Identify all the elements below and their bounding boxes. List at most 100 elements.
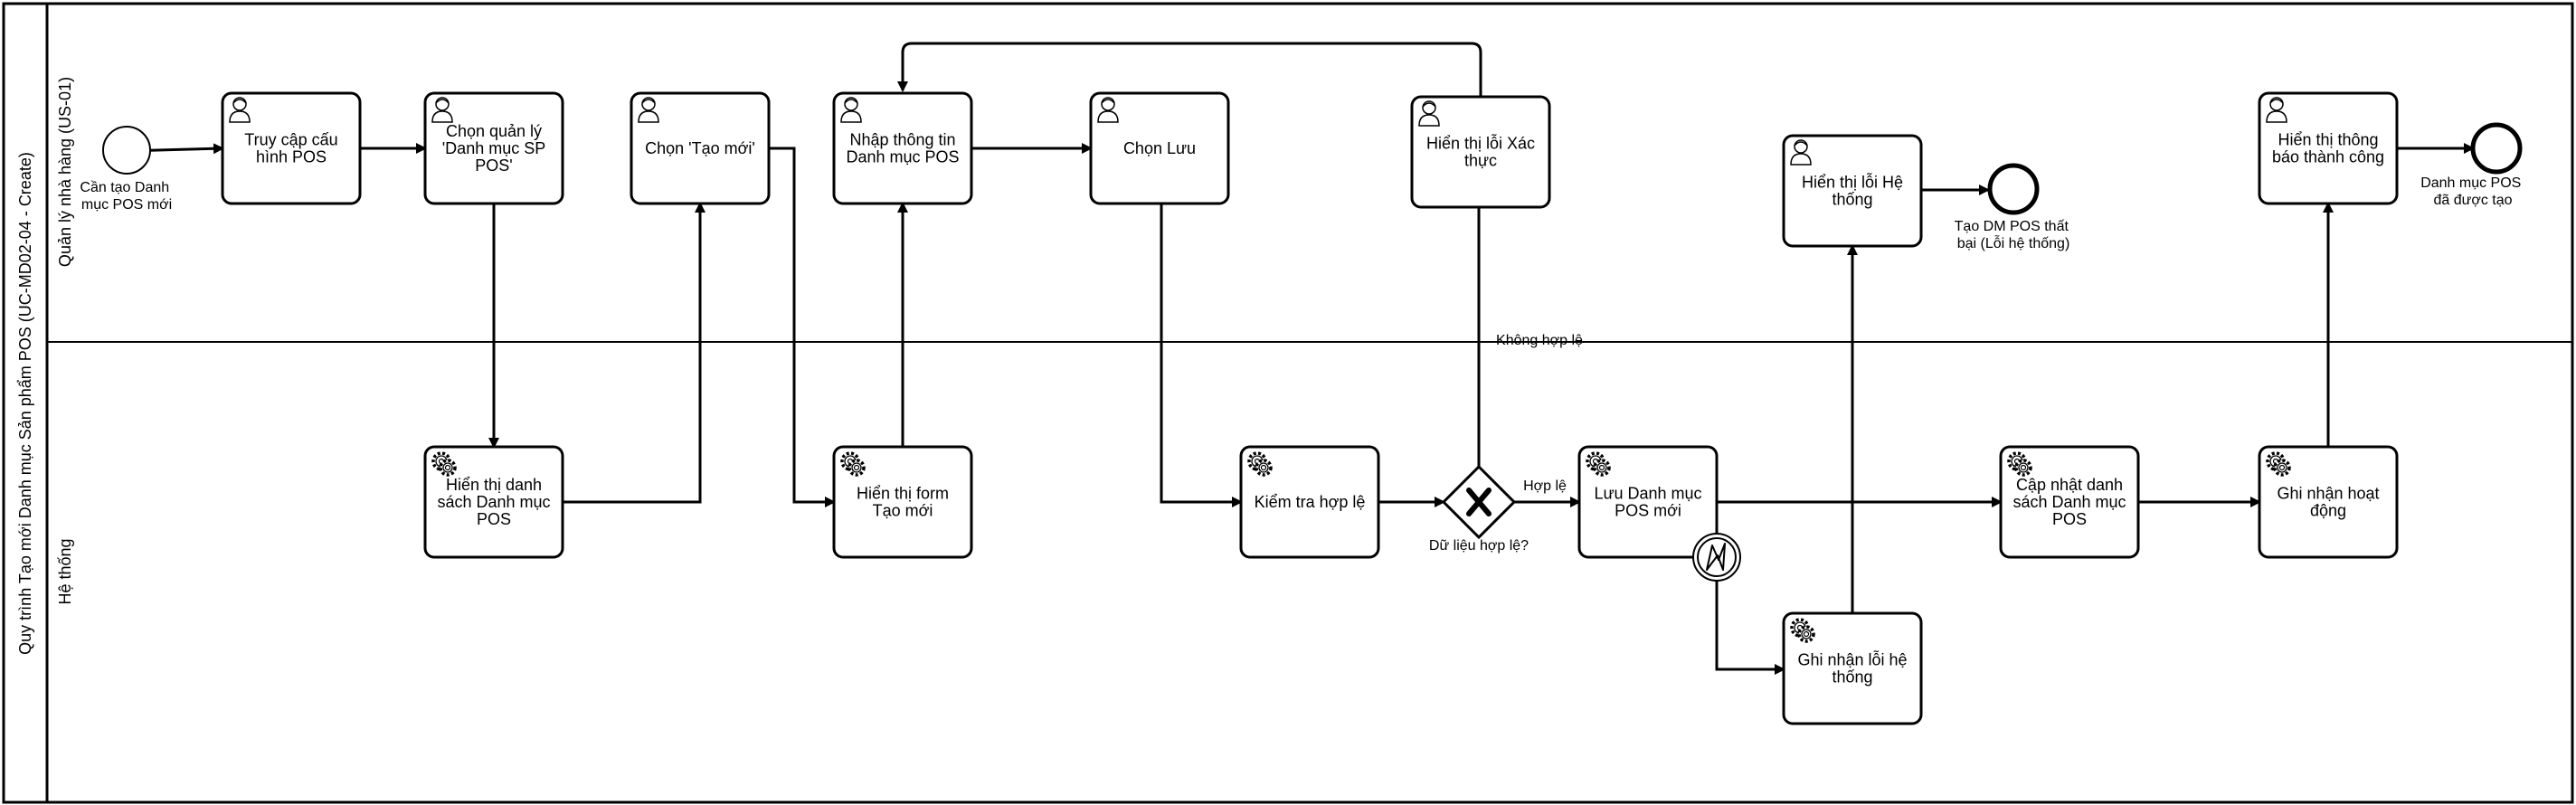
task-box bbox=[423, 445, 564, 559]
exclusive-gateway: Dữ liệu hợp lệ? bbox=[1429, 464, 1529, 554]
task-label-line: Lưu Danh mục bbox=[1594, 485, 1701, 503]
task-label: Kiểm tra hợp lệ bbox=[1255, 493, 1366, 511]
start-event-label-line-2: mục POS mới bbox=[81, 197, 172, 213]
task-box bbox=[2258, 91, 2399, 205]
user-icon bbox=[1790, 139, 1812, 166]
task-box bbox=[2258, 445, 2399, 559]
lane-title-system: Hệ thống bbox=[56, 538, 74, 604]
task-label-line: 'Danh mục SP bbox=[442, 139, 546, 157]
task-box bbox=[1577, 445, 1719, 559]
end-event-error-label-line-1: Tạo DM POS thất bbox=[1955, 219, 2069, 234]
flow-validation-error-to-enter bbox=[897, 42, 1482, 99]
task-label-line: động bbox=[2310, 502, 2346, 520]
svg-text:Tạo DM POS thất bại (Lỗi: Tạo DM POS thất bại (Lỗi hệ thống) bbox=[1955, 219, 2073, 251]
task-box bbox=[1782, 134, 1923, 248]
gear-icon bbox=[1586, 451, 1611, 477]
user-icon bbox=[1418, 100, 1440, 127]
error-lightning-icon bbox=[1706, 543, 1726, 571]
flow-new-to-form bbox=[769, 147, 836, 507]
task-box bbox=[832, 91, 973, 205]
gateway-x-icon bbox=[1466, 488, 1492, 516]
task-label-line: Chọn quản lý bbox=[446, 122, 542, 140]
boundary-error-event bbox=[1692, 533, 1741, 582]
end-event-success-circle bbox=[2470, 122, 2523, 175]
gear-icon bbox=[1790, 618, 1815, 643]
flow-save-to-validate bbox=[1160, 204, 1243, 507]
start-event-circle bbox=[102, 126, 151, 175]
task-label: Chọn Lưu bbox=[1123, 139, 1196, 157]
task-label-line: Hiển thị lỗi Hệ bbox=[1802, 173, 1903, 192]
gear-icon bbox=[431, 451, 457, 477]
task-label-line: Hiển thị form bbox=[857, 485, 949, 503]
user-icon bbox=[840, 97, 862, 123]
sequence-flows bbox=[124, 42, 2475, 675]
task-label-line: Hiển thị lỗi Xác bbox=[1426, 134, 1535, 153]
gateway-label: Dữ liệu hợp lệ? bbox=[1429, 538, 1529, 554]
task-label-line: sách Danh mục bbox=[2012, 493, 2126, 511]
gear-icon bbox=[1247, 451, 1273, 477]
task-label: Chọn 'Tạo mới' bbox=[645, 139, 755, 157]
user-icon bbox=[638, 97, 659, 123]
end-event-success-label-line-1: Danh mục POS bbox=[2420, 175, 2521, 191]
end-event-success: Danh mục POS đã được tạo bbox=[2420, 122, 2525, 208]
gear-icon bbox=[2007, 451, 2032, 477]
end-event-error: Tạo DM POS thất bại (Lỗi hệ thống) bbox=[1955, 163, 2073, 251]
task-label-line: Kiểm tra hợp lệ bbox=[1255, 493, 1366, 511]
task-label-line: POS' bbox=[475, 156, 512, 175]
lane-title-user: Quản lý nhà hàng (US-01) bbox=[56, 77, 74, 267]
user-icon bbox=[1097, 97, 1119, 123]
flow-label-valid: Hợp lệ bbox=[1523, 478, 1567, 494]
flow-boundary-to-log-error bbox=[1715, 581, 1785, 675]
task-label-line: hình POS bbox=[256, 148, 327, 166]
task-label-line: Nhập thông tin bbox=[849, 131, 955, 149]
task-label-line: báo thành công bbox=[2272, 148, 2384, 166]
task-label-line: Ghi nhận lỗi hệ bbox=[1797, 650, 1907, 669]
task-label-line: thống bbox=[1832, 668, 1872, 687]
task-label-line: POS mới bbox=[1615, 502, 1681, 520]
task-box bbox=[221, 91, 362, 205]
svg-text:Cần tạo Danh mục POS mới: Cần tạo Danh mục POS mới bbox=[80, 180, 173, 213]
gear-icon bbox=[840, 451, 866, 477]
user-icon bbox=[431, 97, 453, 123]
svg-text:Danh mục POS đã được tạo: Danh mục POS đã được tạo bbox=[2420, 175, 2525, 208]
task-choose-save: Chọn Lưu bbox=[1089, 91, 1230, 205]
task-label-line: Hiển thị danh bbox=[446, 476, 542, 494]
task-label-line: Cập nhật danh bbox=[2016, 476, 2123, 494]
task-label-line: thống bbox=[1832, 191, 1872, 209]
task-label-line: Chọn Lưu bbox=[1123, 139, 1196, 157]
task-box bbox=[1410, 95, 1551, 209]
user-icon bbox=[2266, 97, 2287, 123]
boundary-event-inner-circle bbox=[1697, 537, 1737, 577]
end-event-success-label-line-2: đã được tạo bbox=[2433, 193, 2512, 208]
task-label-line: Ghi nhận hoạt bbox=[2277, 485, 2379, 503]
task-label-line: Chọn 'Tạo mới' bbox=[645, 139, 755, 157]
task-box bbox=[423, 91, 564, 205]
task-box bbox=[1239, 445, 1380, 559]
task-box bbox=[630, 91, 771, 205]
task-label-line: POS bbox=[477, 510, 511, 528]
task-label-line: Tạo mới bbox=[873, 502, 933, 520]
end-event-error-circle bbox=[1987, 163, 2040, 215]
task-box bbox=[1999, 445, 2140, 559]
